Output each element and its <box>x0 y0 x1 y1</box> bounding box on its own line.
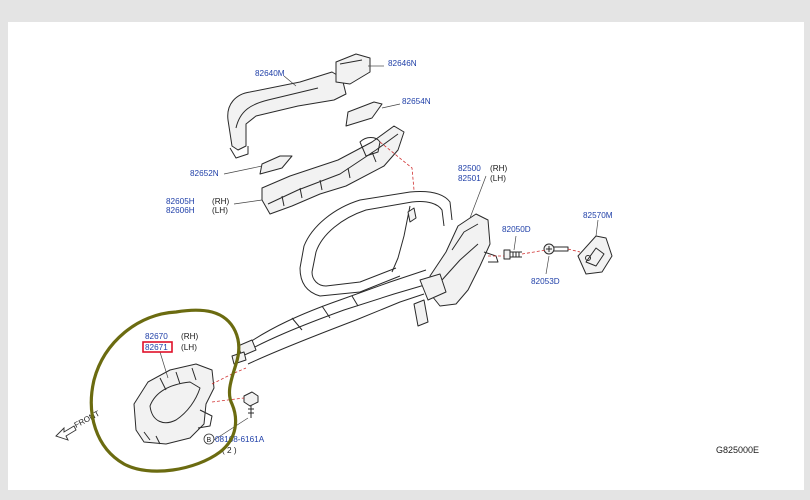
label-82654n: 82654N <box>402 97 431 106</box>
label-82050d: 82050D <box>502 225 531 234</box>
rod-cable-assembly <box>231 205 429 365</box>
figure-code: G825000E <box>716 445 759 455</box>
label-82500: 82500 <box>458 164 481 173</box>
screw-82053d <box>543 243 569 255</box>
outside-handle <box>227 71 347 159</box>
bolt-marker: B <box>207 437 212 444</box>
door-sash-outline <box>299 191 453 297</box>
front-arrow-icon <box>55 425 77 441</box>
handle-gasket-rear <box>345 101 383 127</box>
annotation-circle <box>89 308 241 473</box>
label-82570m: 82570M <box>583 211 613 220</box>
label-lh-82671: (LH) <box>181 343 197 352</box>
bolt-marker-circle <box>203 433 215 445</box>
label-rh-82500: (RH) <box>490 164 508 173</box>
label-rh-82605h: (RH) <box>212 197 230 206</box>
label-82053d: 82053D <box>531 277 560 286</box>
door-striker <box>577 235 613 275</box>
label-82670: 82670 <box>145 332 168 341</box>
label-bolt-qty: ( 2 ) <box>222 446 237 455</box>
label-82605h: 82605H <box>166 197 195 206</box>
label-82501: 82501 <box>458 174 481 183</box>
inside-handle <box>133 363 215 445</box>
label-08168-6161a: 08168-6161A <box>215 435 265 444</box>
handle-cap <box>335 53 371 85</box>
label-82671: 82671 <box>145 343 168 352</box>
label-82652n: 82652N <box>190 169 219 178</box>
label-82606h: 82606H <box>166 206 195 215</box>
label-82646n: 82646N <box>388 59 417 68</box>
label-rh-82670: (RH) <box>181 332 199 341</box>
label-lh-82501: (LH) <box>490 174 506 183</box>
label-82640m: 82640M <box>255 69 285 78</box>
front-label: FRONT <box>73 409 102 430</box>
handle-gasket-front <box>259 155 293 175</box>
bolt-08168 <box>243 391 259 418</box>
door-lock-actuator <box>413 213 499 327</box>
highlight-box-82671 <box>142 341 173 353</box>
screw-82050d <box>503 249 522 260</box>
label-lh-82606h: (LH) <box>212 206 228 215</box>
leader-lines <box>159 65 599 441</box>
alignment-lines <box>211 141 581 403</box>
handle-bracket <box>261 125 405 215</box>
